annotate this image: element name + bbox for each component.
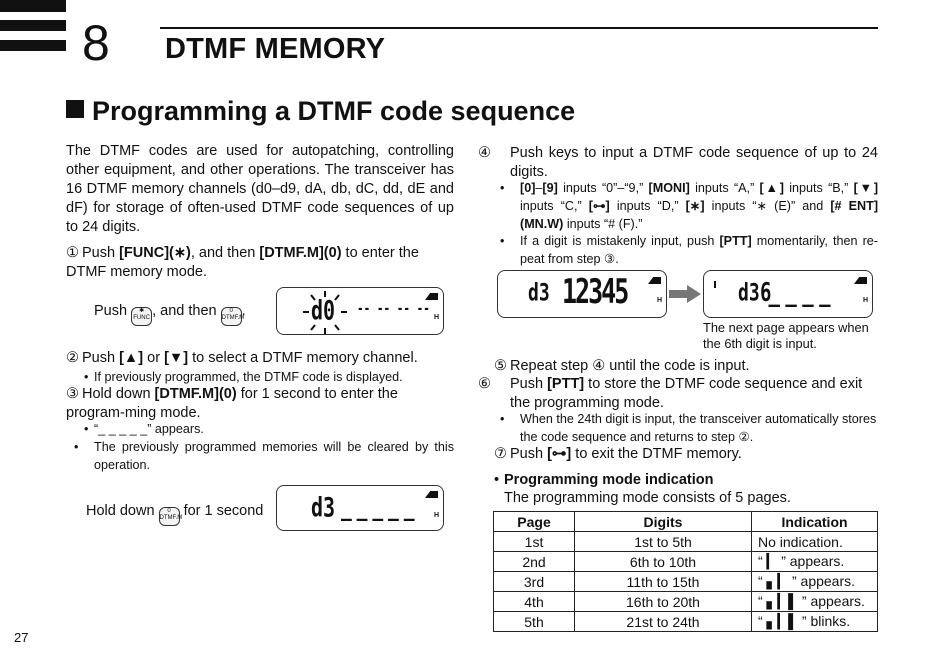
lcd-digits: 6_ _ _ _: [760, 278, 830, 308]
battery-icon: [854, 277, 867, 284]
step-3-note-2: •The previously programmed memories will…: [74, 440, 454, 472]
battery-icon: [648, 277, 661, 284]
lcd-channel: d3: [528, 279, 550, 308]
chapter-number: 8: [82, 15, 110, 71]
section-title: Programming a DTMF code sequence: [66, 96, 575, 127]
lcd-display-d3-empty: d3 _ _ _ _ _ H: [276, 485, 444, 531]
battery-icon: [425, 293, 438, 300]
lcd-digits: _ _ _ _ _: [341, 494, 415, 523]
step-6-note: •When the 24th digit is input, the trans…: [500, 412, 877, 444]
chapter-title: DTMF MEMORY: [165, 33, 386, 65]
intro-paragraph: The DTMF codes are used for autopatching…: [66, 143, 454, 235]
page-number: 27: [14, 630, 29, 645]
figure-caption: The next page appears when the 6th digit…: [703, 320, 869, 351]
prog-mode-heading: •Programming mode indication: [494, 472, 714, 488]
blink-rays-icon: [303, 291, 347, 334]
header-rule: [160, 27, 878, 29]
lcd-channel: d0: [311, 294, 336, 327]
prog-mode-desc: The programming mode consists of 5 pages…: [504, 490, 791, 506]
page-indicator-bar: [714, 281, 716, 288]
table-header: Indication: [751, 511, 878, 532]
table-header-row: Page Digits Indication: [493, 511, 878, 532]
lcd-digits: 12345: [562, 272, 629, 312]
arrow-right-icon: [669, 285, 701, 303]
square-bullet-icon: [66, 100, 84, 118]
chapter-tab-bar: [0, 40, 66, 51]
chapter-tab-bar: [0, 0, 66, 12]
step-3-note-1: •“_ _ _ _ _” appears.: [84, 422, 204, 436]
step-2-note: •If previously programmed, the DTMF code…: [84, 370, 403, 384]
step-4-note-2: •If a digit is mistakenly input, push [P…: [500, 234, 878, 266]
lcd-channel: d3: [311, 491, 336, 524]
func-key-icon: ✱FUNC: [131, 307, 153, 326]
table-header: Digits: [574, 511, 752, 532]
step-4-note-1: •[0]–[9] inputs “0”–“9,” [MONI] inputs “…: [500, 181, 879, 231]
lcd-digits: -- -- -- --: [357, 300, 430, 318]
battery-icon: [425, 491, 438, 498]
table-header: Page: [493, 511, 575, 532]
lcd-display-d0: d0 -- -- -- -- H: [276, 287, 444, 335]
lcd-display-d3-12345: d3 12345 H: [497, 270, 667, 318]
lcd-display-d3-6: d3 6_ _ _ _ H: [703, 270, 873, 318]
chapter-tab-bar: [0, 20, 66, 31]
lcd-channel: d3: [738, 279, 760, 308]
